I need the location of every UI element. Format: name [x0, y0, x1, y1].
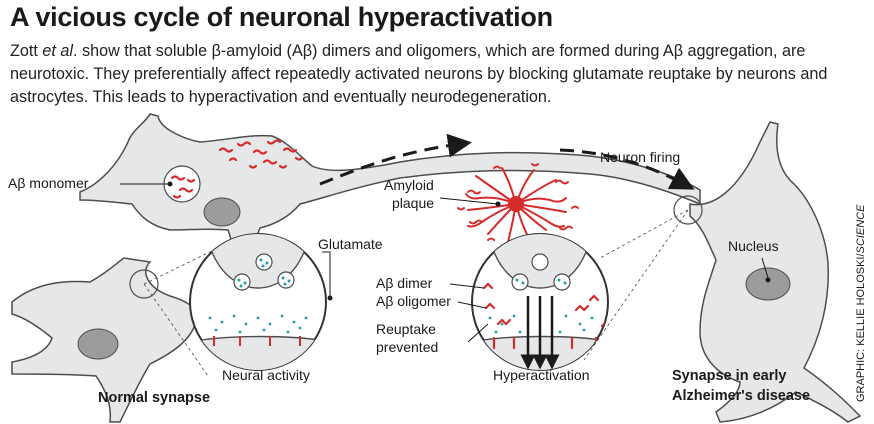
graphic-credit: GRAPHIC: KELLIE HOLOSKI/SCIENCE	[855, 204, 867, 402]
label-ad-synapse-line2: Alzheimer's disease	[672, 388, 810, 404]
normal-synapse-zoom	[189, 233, 327, 371]
amyloid-plaque	[457, 163, 579, 243]
label-neuron-firing: Neuron firing	[600, 149, 680, 165]
label-hyperactivation: Hyperactivation	[493, 367, 590, 383]
left-synapse-marker	[129, 269, 159, 299]
label-ab-monomer: Aβ monomer	[8, 175, 89, 191]
top-neuron-nucleus	[203, 197, 241, 227]
credit-prefix: GRAPHIC: KELLIE HOLOSKI/	[855, 253, 867, 402]
right-neuron	[583, 121, 862, 423]
figure-subtitle: Zott et al. show that soluble β-amyloid …	[10, 40, 870, 109]
subtitle-italic: et al	[42, 42, 73, 60]
label-glutamate: Glutamate	[318, 236, 383, 252]
label-reuptake: Reuptake	[376, 321, 436, 337]
label-neural-activity: Neural activity	[222, 367, 310, 383]
label-plaque: plaque	[392, 195, 434, 211]
hyperactivation-arrows	[520, 296, 560, 370]
glutamate-dots-left	[208, 314, 308, 334]
neuron-diagram: Aβ monomer Amyloid plaque Neuron firing …	[8, 113, 867, 423]
ad-synapse-zoom	[471, 233, 609, 371]
monomer-squiggles	[170, 139, 304, 199]
label-nucleus: Nucleus	[728, 238, 779, 254]
figure-title: A vicious cycle of neuronal hyperactivat…	[10, 2, 553, 32]
label-amyloid: Amyloid	[384, 177, 434, 193]
right-neuron-nucleus	[745, 267, 791, 301]
top-neuron	[79, 113, 701, 283]
label-ad-synapse-line1: Synapse in early	[672, 368, 786, 384]
label-prevented: prevented	[376, 339, 438, 355]
left-neuron-nucleus	[77, 328, 119, 360]
label-ab-dimer: Aβ dimer	[376, 275, 433, 291]
subtitle-part-2: . show that soluble β-amyloid (Aβ) dimer…	[10, 42, 828, 106]
subtitle-part-1: Zott	[10, 42, 43, 60]
label-normal-synapse: Normal synapse	[98, 390, 210, 406]
label-ab-oligomer: Aβ oligomer	[376, 293, 451, 309]
right-synapse-marker	[673, 195, 703, 225]
left-neuron	[11, 249, 215, 423]
neuron-firing-arrows	[319, 133, 695, 190]
credit-italic: SCIENCE	[855, 204, 867, 254]
